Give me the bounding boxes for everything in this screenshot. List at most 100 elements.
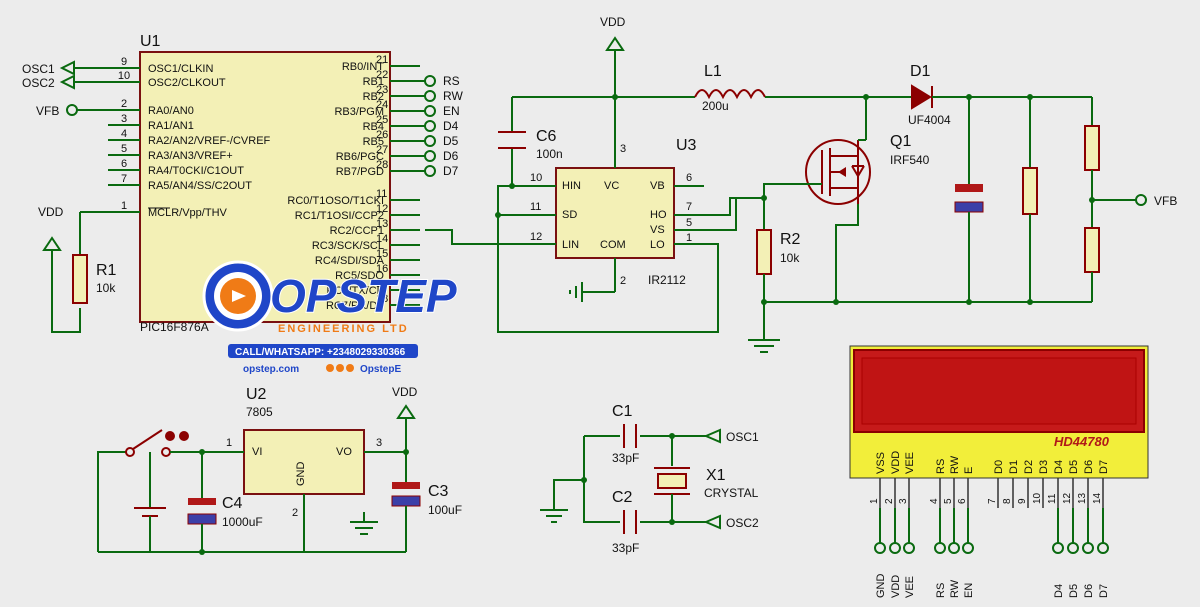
u1-left-pin-name: MCLR/Vpp/THV xyxy=(148,207,228,219)
vdd-arrow-top xyxy=(605,36,625,51)
lcd-terminal xyxy=(962,542,974,554)
u2-body xyxy=(243,429,365,495)
u1-left-pin-num: 9 xyxy=(121,56,127,68)
q1-value: IRF540 xyxy=(890,153,930,167)
d1-diode: D1 UF4004 xyxy=(908,63,1092,127)
u1-right-pin-name: RB4 xyxy=(363,121,384,133)
lcd-terminal xyxy=(1097,542,1109,554)
x1-value: CRYSTAL xyxy=(704,486,759,500)
lcd-terminal-label: GND xyxy=(875,574,887,599)
u3-hin-label: HIN xyxy=(562,180,581,192)
u3-vb-label: VB xyxy=(650,180,665,192)
u1-right-pin-num: 12 xyxy=(376,203,388,215)
u3-com-label: COM xyxy=(600,239,626,251)
svg-text:7: 7 xyxy=(686,201,692,213)
lcd-pin-num: 14 xyxy=(1092,492,1103,504)
u1-right-pin-name: RB2 xyxy=(363,91,384,103)
lcd-terminal-label: D6 xyxy=(1083,584,1095,598)
d1-ref: D1 xyxy=(910,63,931,80)
u1-left-pin-num: 5 xyxy=(121,143,127,155)
lcd-terminal-label: RS xyxy=(935,583,947,598)
u3-vc-label: VC xyxy=(604,180,619,192)
u1-left-pin-name: OSC2/CLKOUT xyxy=(148,77,226,89)
vdd-label-top: VDD xyxy=(600,15,626,29)
lcd-pins: VSS1VDD2VEE3RS4RW5E6D07D18D29D310D411D51… xyxy=(869,451,1110,508)
lcd-terminal-label: VEE xyxy=(904,576,916,598)
u1-right-pin-num: 21 xyxy=(376,54,388,66)
u3-ref: U3 xyxy=(676,137,697,154)
u2-gnd-label: GND xyxy=(295,462,307,487)
u1-right-pin-num: 16 xyxy=(376,263,388,275)
u2-ground-symbol xyxy=(350,512,378,535)
c3-value: 100uF xyxy=(428,503,462,517)
u1-right-pin-num: 22 xyxy=(376,69,388,81)
r2-ref: R2 xyxy=(780,231,801,248)
lcd-terminal-label: VDD xyxy=(890,575,902,598)
u2-regulator: U2 7805 VI VO GND 1 3 2 xyxy=(226,386,382,552)
lcd-pin-num: 13 xyxy=(1077,492,1088,504)
u1-right-pin-name: RC6/TX/CK xyxy=(327,285,385,297)
u1-left-pin-num: 7 xyxy=(121,173,127,185)
lcd-pin-num: 5 xyxy=(943,498,954,504)
terminal-rs xyxy=(424,75,436,87)
u1-left-pin-name: OSC1/CLKIN xyxy=(148,63,213,75)
u3-vs-label: VS xyxy=(650,224,665,236)
u3-part: IR2112 xyxy=(648,273,686,287)
u1-right-pins: RB0/INT21RB122RB223RB3/PGM24RB425RB526RB… xyxy=(287,54,420,312)
u3-lin-label: LIN xyxy=(562,239,579,251)
u1-left-pins: 9OSC1/CLKIN10OSC2/CLKOUT2RA0/AN03RA1/AN1… xyxy=(108,56,271,219)
l1-ref: L1 xyxy=(704,63,722,80)
u1-right-pin-num: 27 xyxy=(376,144,388,156)
u1-right-pin-name: RC0/T1OSO/T1CKI xyxy=(287,195,384,207)
c3-capacitor: VDD C3 100uF xyxy=(364,385,462,552)
u3-body xyxy=(555,167,675,259)
c6-ref: C6 xyxy=(536,128,557,145)
u1-right-pin-name: RC5/SDO xyxy=(335,270,384,282)
lcd-pin-name: D6 xyxy=(1083,460,1095,474)
u1-right-pin-num: 23 xyxy=(376,84,388,96)
lcd-terminal xyxy=(1052,542,1064,554)
r1-resistor xyxy=(72,254,88,304)
q1-mosfet: Q1 IRF540 xyxy=(763,94,930,302)
u1-right-pin-name: RB1 xyxy=(363,76,384,88)
lcd-pin-name: D5 xyxy=(1068,460,1080,474)
u1-right-pin-name: RB3/PGM xyxy=(334,106,384,118)
terminal-d6 xyxy=(424,150,436,162)
d1-value: UF4004 xyxy=(908,113,951,127)
u1-left-pin-name: RA1/AN1 xyxy=(148,120,194,132)
c4-value: 1000uF xyxy=(222,515,263,529)
lcd-pin-num: 8 xyxy=(1002,498,1013,504)
vdd-top: VDD xyxy=(600,15,626,140)
c6-value: 100n xyxy=(536,147,563,161)
lcd-terminal xyxy=(948,542,960,554)
load-resistor xyxy=(1022,97,1038,302)
x1-crystal xyxy=(657,473,687,489)
u1-right-pin-name: RB5 xyxy=(363,136,384,148)
u1-right-pin-num: 13 xyxy=(376,218,388,230)
u1-left-pin-name: RA0/AN0 xyxy=(148,105,194,117)
opstep-contact: CALL/WHATSAPP: +2348029330366 xyxy=(235,347,406,358)
lcd-pin-name: VSS xyxy=(875,452,887,474)
u1-right-pin-name: RC4/SDI/SDA xyxy=(315,255,385,267)
lcd-pin-num: 12 xyxy=(1062,492,1073,504)
osc2-label-crystal: OSC2 xyxy=(726,516,759,530)
terminal-label-d7: D7 xyxy=(443,164,459,178)
terminal-en xyxy=(424,105,436,117)
lcd-terminal xyxy=(889,542,901,554)
terminal-label-rw: RW xyxy=(443,89,463,103)
lcd-pin-num: 7 xyxy=(987,498,998,504)
r2-value: 10k xyxy=(780,251,800,265)
lcd-pin-name: D1 xyxy=(1008,460,1020,474)
lcd-terminal xyxy=(1067,542,1079,554)
u3-lo-label: LO xyxy=(650,239,665,251)
vfb-terminal-left xyxy=(66,104,78,116)
vfb-terminal-right xyxy=(1135,194,1147,206)
u2-part: 7805 xyxy=(246,405,273,419)
lcd-terminal-label: EN xyxy=(963,583,975,598)
terminal-label-en: EN xyxy=(443,104,460,118)
lcd-pin-name: E xyxy=(963,467,975,474)
u1-right-pin-name: RC7/RX/DT xyxy=(326,300,384,312)
